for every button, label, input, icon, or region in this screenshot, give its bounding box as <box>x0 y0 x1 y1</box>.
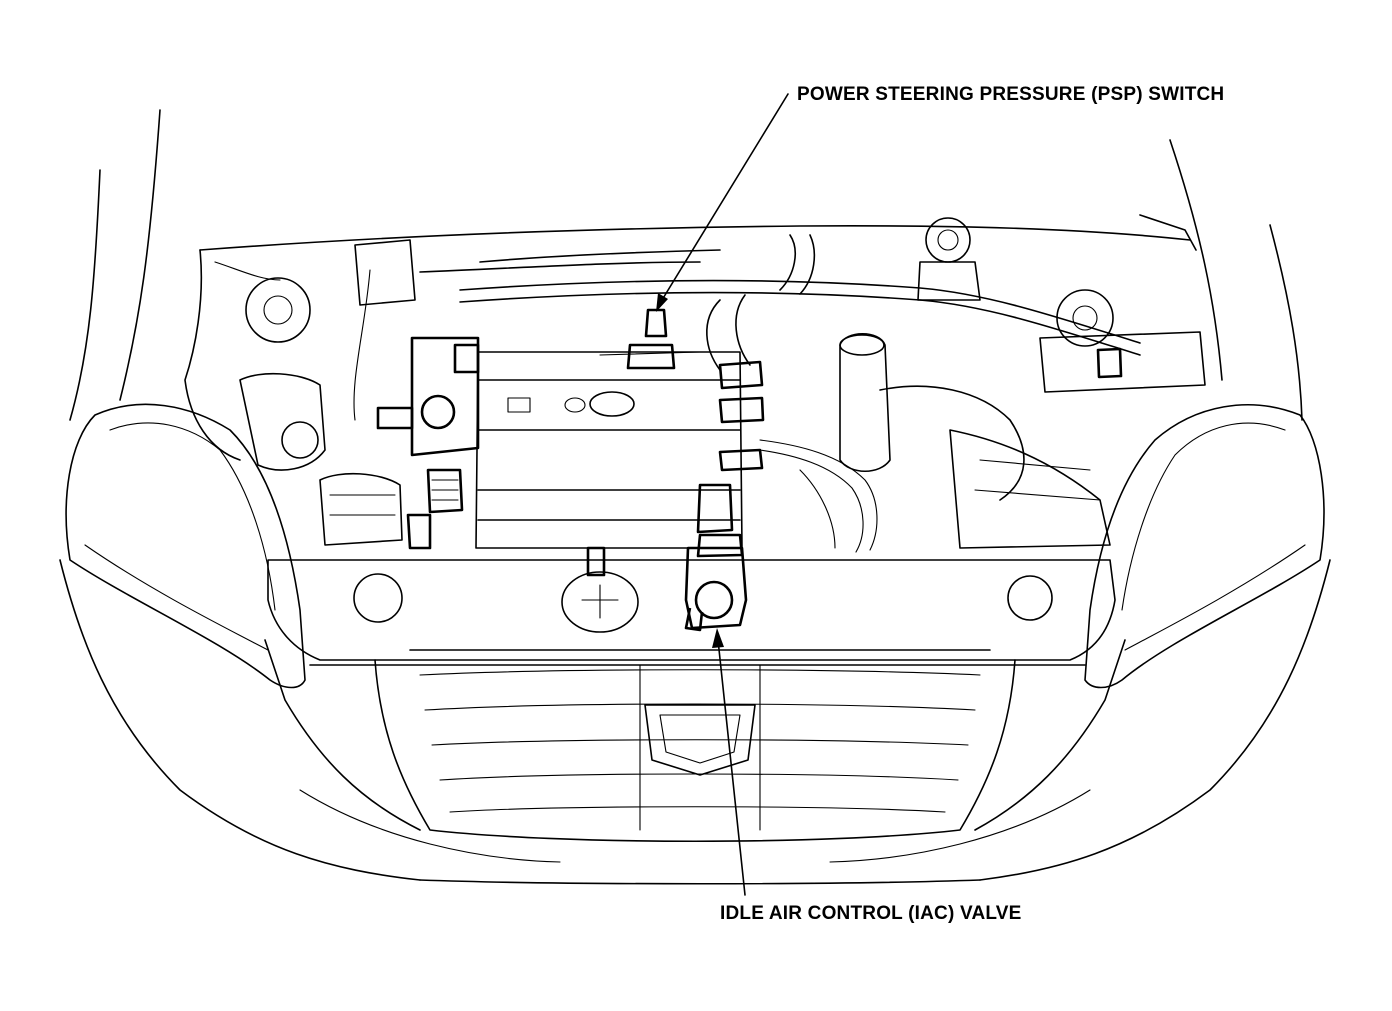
hood-outline <box>69 109 1303 421</box>
right-engine-bay <box>839 217 1206 549</box>
front-bumper <box>59 559 1331 885</box>
left-ignition-components <box>376 336 606 577</box>
psp-switch-callout: POWER STEERING PRESSURE (PSP) SWITCH <box>797 84 1225 105</box>
left-engine-bay <box>184 239 416 546</box>
leader-lines <box>656 93 789 896</box>
left-headlight <box>65 403 306 689</box>
right-headlight <box>1084 404 1325 689</box>
iac-valve <box>684 483 748 632</box>
radiator-support <box>267 559 1116 666</box>
manifold-connectors <box>718 360 878 553</box>
front-grille <box>374 649 1016 843</box>
iac-valve-callout: IDLE AIR CONTROL (IAC) VALVE <box>720 903 1022 924</box>
intake-manifold <box>475 351 743 549</box>
upper-hoses <box>419 234 1141 371</box>
psp-switch <box>599 308 701 370</box>
